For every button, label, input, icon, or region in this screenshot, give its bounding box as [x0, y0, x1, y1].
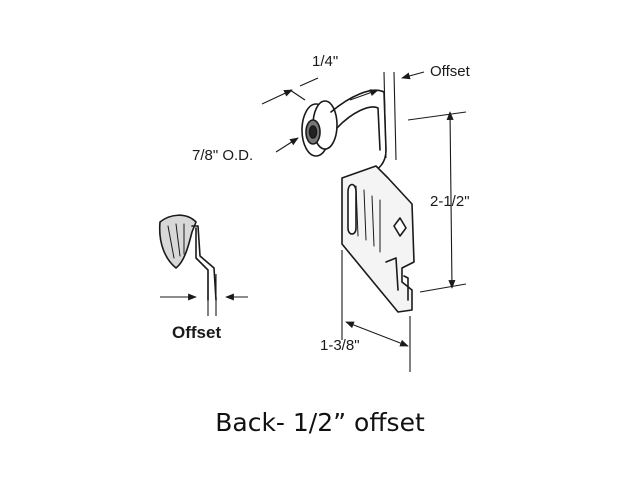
quarter-dim-line [289, 89, 306, 101]
bracket-arm [330, 89, 387, 171]
offset-top-extension-1 [383, 71, 387, 159]
height-ext-top [407, 111, 467, 121]
side-view-wheel-shade [167, 223, 185, 259]
width-label: 1-3/8" [320, 337, 360, 354]
caption: Back- 1/2” offset [215, 408, 425, 437]
height-dim-line [446, 111, 456, 289]
quarter-inch-label: 1/4" [312, 53, 338, 70]
height-ext-bottom [419, 283, 467, 293]
quarter-dim-extension [299, 77, 319, 87]
outer-diameter-label: 7/8" O.D. [192, 147, 253, 164]
height-label: 2-1/2" [430, 193, 470, 210]
plate-diamond-hole [393, 217, 407, 237]
width-dim-line [345, 321, 409, 347]
quarter-dim-arrow-left [261, 89, 293, 105]
dimension-lines [261, 71, 467, 372]
offset-side-label: Offset [172, 323, 221, 342]
plate-notch [403, 275, 409, 301]
roller-wheel [301, 100, 338, 157]
side-view-bracket [191, 225, 217, 301]
offset-top-arrow-right [401, 71, 425, 80]
plate-shading [355, 185, 381, 253]
bracket-drawing [301, 89, 415, 313]
bracket-arm-inner [336, 106, 381, 151]
mounting-plate [341, 165, 415, 313]
offset-top-arrow-left [349, 89, 379, 101]
side-view-detail [158, 214, 217, 301]
plate-slot [347, 183, 357, 235]
side-view-dimension [160, 270, 248, 316]
od-arrow [275, 137, 299, 153]
plate-lower-tab [385, 257, 399, 291]
offset-top-label: Offset [430, 63, 471, 80]
offset-top-extension-2 [393, 71, 397, 161]
